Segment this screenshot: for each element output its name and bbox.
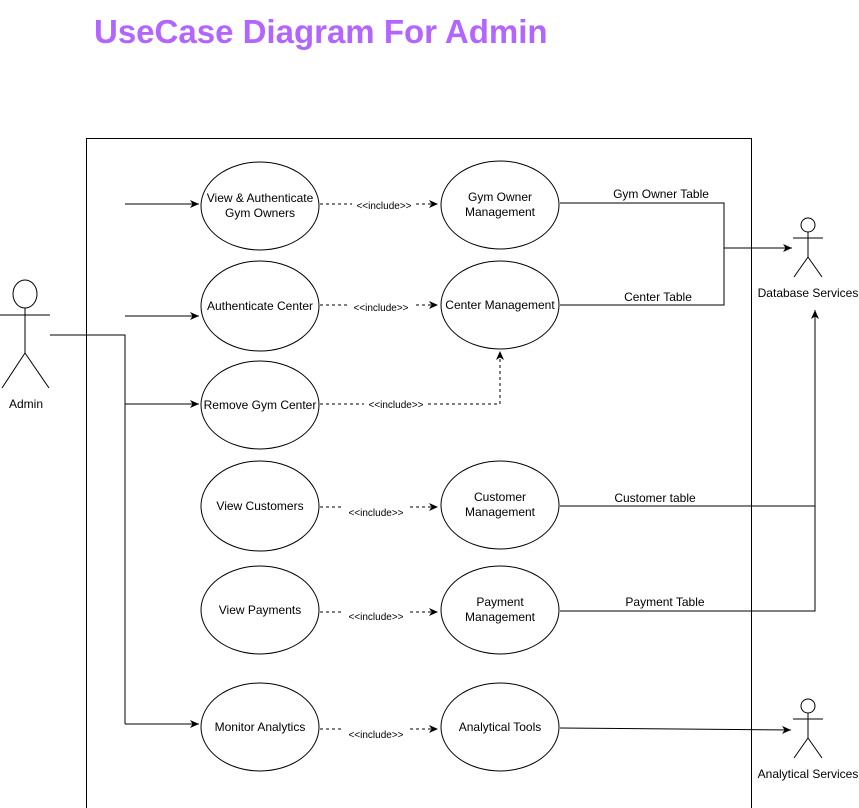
analytical-services-actor: [793, 698, 823, 759]
use-case-label: Remove Gym Center: [204, 398, 317, 412]
use-case-label: Management: [465, 505, 536, 519]
use-case-view-payments[interactable]: View Payments: [200, 565, 320, 655]
use-case-center-management[interactable]: Center Management: [440, 260, 560, 350]
use-case-label: Authenticate Center: [207, 299, 313, 313]
use-case-label: Management: [465, 610, 536, 624]
database-services-actor: [793, 217, 823, 278]
edge-label-center-table: Center Table: [624, 290, 692, 304]
edge-label-payment-table: Payment Table: [625, 595, 704, 609]
edge-label-customer-table: Customer table: [614, 491, 696, 505]
diagram-title: UseCase Diagram For Admin: [94, 13, 548, 50]
use-case-label: Management: [465, 205, 536, 219]
use-case-customer-management[interactable]: Customer Management: [440, 460, 560, 550]
use-case-label: View Customers: [216, 499, 303, 513]
admin-actor: [0, 279, 50, 389]
include-label-remove: <<include>>: [368, 400, 423, 411]
system-boundary: [86, 138, 752, 808]
use-case-authenticate-center[interactable]: Authenticate Center: [200, 260, 320, 352]
use-case-remove-gym-center[interactable]: Remove Gym Center: [200, 360, 320, 450]
admin-associations: [50, 200, 199, 728]
use-case-label: Analytical Tools: [459, 720, 542, 734]
use-case-label: View Payments: [219, 603, 301, 617]
use-case-label: Customer: [474, 490, 526, 504]
use-case-label: Monitor Analytics: [215, 720, 306, 734]
use-case-label: Center Management: [445, 298, 555, 312]
use-case-gym-owner-management[interactable]: Gym Owner Management: [440, 160, 560, 250]
use-case-view-authenticate-gym-owners[interactable]: View & Authenticate Gym Owners: [200, 161, 320, 251]
analytical-services-label: Analytical Services: [758, 767, 859, 781]
use-case-analytical-tools[interactable]: Analytical Tools: [440, 682, 560, 772]
include-label-analytics: <<include>>: [348, 730, 403, 741]
admin-label: Admin: [9, 397, 43, 411]
use-case-monitor-analytics[interactable]: Monitor Analytics: [200, 682, 320, 772]
database-services-label: Database Services: [758, 286, 859, 300]
use-case-label: View & Authenticate: [207, 191, 314, 205]
use-case-label: Payment: [476, 595, 524, 609]
use-case-label: Gym Owners: [225, 206, 295, 220]
service-edges: [559, 202, 819, 734]
include-label-center: <<include>>: [353, 303, 408, 314]
use-case-payment-management[interactable]: Payment Management: [440, 565, 560, 655]
use-case-view-customers[interactable]: View Customers: [200, 460, 320, 552]
include-labels: <<include>> <<include>> <<include>> <<in…: [344, 199, 428, 741]
include-label-customers: <<include>>: [348, 508, 403, 519]
use-case-label: Gym Owner: [468, 190, 532, 204]
include-label-owners: <<include>>: [356, 201, 411, 212]
edge-label-gym-owner-table: Gym Owner Table: [613, 187, 709, 201]
include-label-payments: <<include>>: [348, 612, 403, 623]
